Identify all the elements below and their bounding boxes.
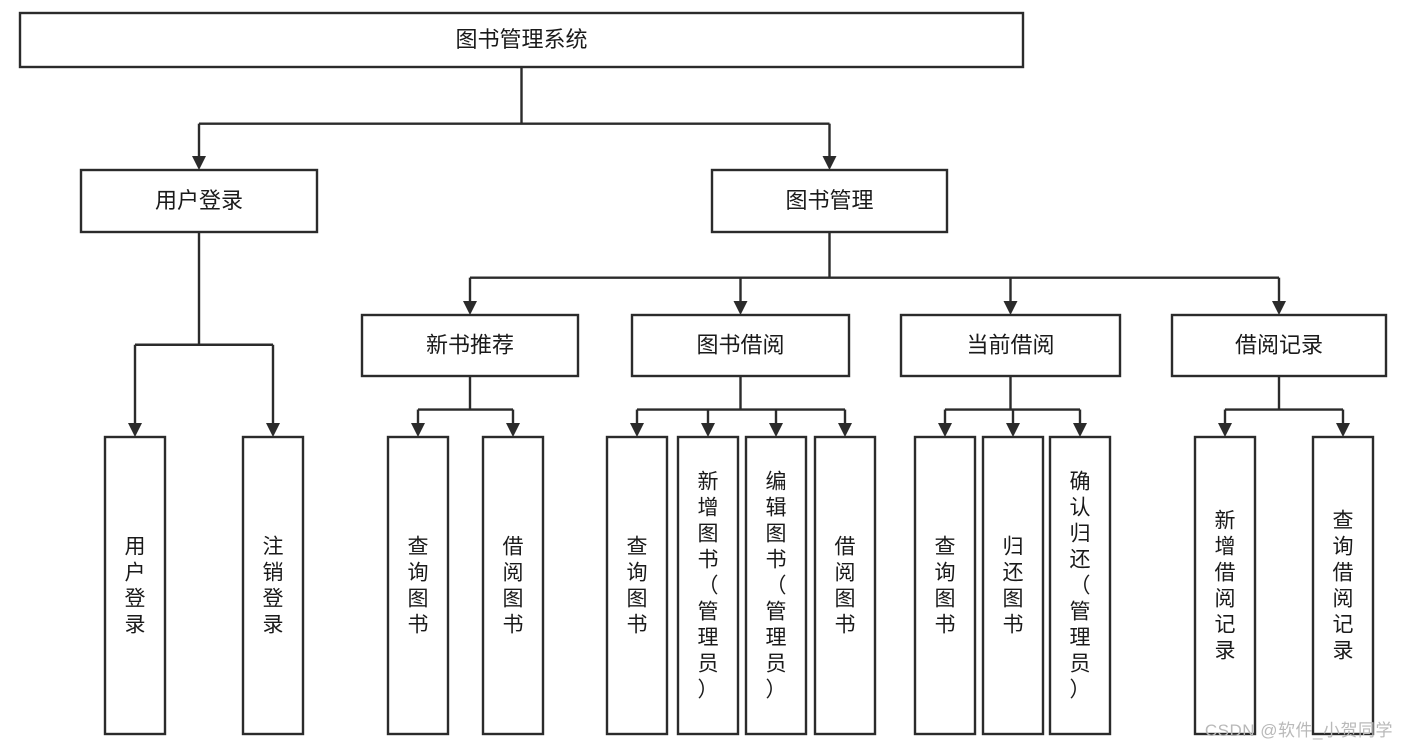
node-leaf-return-book[interactable]: 归还图书 — [981, 435, 1045, 736]
node-leaf-confirm-return[interactable]: 确认归还（管理员） — [1048, 435, 1112, 736]
node-box — [1170, 313, 1388, 378]
arrow-head — [128, 423, 142, 437]
arrow-head — [192, 156, 206, 170]
arrow-head — [1218, 423, 1232, 437]
edges-layer — [128, 67, 1350, 437]
arrow-head — [1336, 423, 1350, 437]
arrow-head — [838, 423, 852, 437]
node-box — [676, 435, 740, 736]
node-label: 当前借阅 — [966, 332, 1054, 357]
node-box — [813, 435, 877, 736]
node-box — [79, 168, 319, 234]
node-box — [913, 435, 977, 736]
node-box — [605, 435, 669, 736]
node-label: 新书推荐 — [426, 332, 514, 357]
node-label: 图书管理 — [785, 188, 873, 213]
node-leaf-user-login[interactable]: 用户登录 — [103, 435, 167, 736]
node-leaf-query-record[interactable]: 查询借阅记录 — [1311, 435, 1375, 736]
node-box — [1193, 435, 1257, 736]
arrow-head — [1006, 423, 1020, 437]
arrow-head — [630, 423, 644, 437]
node-book-manage[interactable]: 图书管理 — [710, 168, 949, 234]
node-leaf-query-book-rec[interactable]: 查询图书 — [386, 435, 450, 736]
node-leaf-borrow-book-bb[interactable]: 借阅图书 — [813, 435, 877, 736]
node-current-borrow[interactable]: 当前借阅 — [899, 313, 1122, 378]
node-label: 借阅记录 — [1235, 332, 1323, 357]
arrow-head — [769, 423, 783, 437]
node-label: 新增图书（管理员） — [698, 471, 719, 702]
arrow-head — [266, 423, 280, 437]
node-leaf-logout[interactable]: 注销登录 — [241, 435, 305, 736]
node-user-login[interactable]: 用户登录 — [79, 168, 319, 234]
node-new-book-recommend[interactable]: 新书推荐 — [360, 313, 580, 378]
node-label: 归还图书 — [1003, 536, 1024, 637]
node-leaf-query-book-cb[interactable]: 查询图书 — [913, 435, 977, 736]
node-box — [1311, 435, 1375, 736]
node-box — [744, 435, 808, 736]
node-label: 查询图书 — [627, 536, 648, 637]
node-box — [630, 313, 851, 378]
node-box — [1048, 435, 1112, 736]
arrow-head — [701, 423, 715, 437]
node-leaf-edit-book[interactable]: 编辑图书（管理员） — [744, 435, 808, 736]
watermark-label: CSDN @软件_小贺同学 — [1204, 721, 1393, 740]
node-box — [481, 435, 545, 736]
node-label: 借阅图书 — [503, 536, 524, 637]
node-label: 查询借阅记录 — [1333, 510, 1354, 663]
node-box — [103, 435, 167, 736]
node-box — [710, 168, 949, 234]
node-leaf-add-book[interactable]: 新增图书（管理员） — [676, 435, 740, 736]
arrow-head — [411, 423, 425, 437]
node-label: 查询图书 — [408, 536, 429, 637]
node-leaf-query-book-bb[interactable]: 查询图书 — [605, 435, 669, 736]
nodes-layer: 图书管理系统用户登录图书管理新书推荐图书借阅当前借阅借阅记录用户登录注销登录查询… — [18, 11, 1388, 736]
node-box — [18, 11, 1025, 69]
node-box — [981, 435, 1045, 736]
node-box — [386, 435, 450, 736]
node-label: 用户登录 — [155, 188, 243, 213]
arrow-head — [1073, 423, 1087, 437]
arrow-head — [463, 301, 477, 315]
node-label: 新增借阅记录 — [1215, 510, 1236, 663]
node-label: 图书管理系统 — [455, 27, 587, 52]
node-label: 编辑图书（管理员） — [766, 471, 787, 702]
arrow-head — [938, 423, 952, 437]
node-box — [241, 435, 305, 736]
node-label: 借阅图书 — [835, 536, 856, 637]
arrow-head — [1272, 301, 1286, 315]
node-label: 确认归还（管理员） — [1070, 471, 1091, 702]
node-label: 注销登录 — [263, 536, 284, 637]
node-label: 查询图书 — [935, 536, 956, 637]
node-leaf-borrow-book-rec[interactable]: 借阅图书 — [481, 435, 545, 736]
node-label: 用户登录 — [125, 536, 146, 637]
arrow-head — [733, 301, 748, 315]
node-root[interactable]: 图书管理系统 — [18, 11, 1025, 69]
node-label: 图书借阅 — [696, 332, 784, 357]
node-book-borrow[interactable]: 图书借阅 — [630, 313, 851, 378]
node-leaf-add-record[interactable]: 新增借阅记录 — [1193, 435, 1257, 736]
arrow-head — [506, 423, 520, 437]
node-box — [899, 313, 1122, 378]
arrow-head — [822, 156, 837, 170]
node-box — [360, 313, 580, 378]
arrow-head — [1003, 301, 1018, 315]
node-borrow-record[interactable]: 借阅记录 — [1170, 313, 1388, 378]
